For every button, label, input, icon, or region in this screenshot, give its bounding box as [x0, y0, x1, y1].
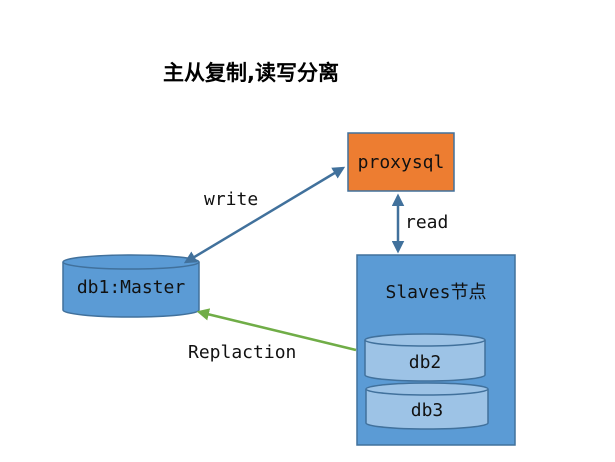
- db3-cylinder: [365, 389, 489, 430]
- master-cylinder: [62, 262, 200, 318]
- db2-cylinder-top: [364, 333, 486, 347]
- db3-node: db3: [365, 382, 489, 430]
- read-label: read: [405, 212, 448, 233]
- replication-label: Replaction: [188, 342, 296, 363]
- write-edge: write: [183, 166, 346, 264]
- write-label: write: [204, 189, 258, 210]
- read-edge: read: [391, 193, 448, 254]
- db2-node: db2: [364, 333, 486, 382]
- slaves-label: Slaves节点: [385, 282, 486, 303]
- master-cylinder-top: [62, 254, 200, 270]
- db2-label: db2: [409, 352, 442, 373]
- diagram-title: 主从复制,读写分离: [163, 61, 339, 85]
- proxysql-node: proxysql: [347, 132, 455, 192]
- write-arrow: [183, 166, 346, 264]
- db3-cylinder-top: [365, 382, 489, 396]
- db2-cylinder: [364, 340, 486, 382]
- proxysql-label: proxysql: [358, 152, 445, 173]
- master-node: db1:Master: [62, 254, 200, 318]
- proxysql-box: [347, 132, 455, 192]
- replication-edge: Replaction: [188, 308, 357, 363]
- master-label: db1:Master: [77, 277, 186, 298]
- replication-arrow: [196, 308, 357, 352]
- db3-label: db3: [411, 400, 444, 421]
